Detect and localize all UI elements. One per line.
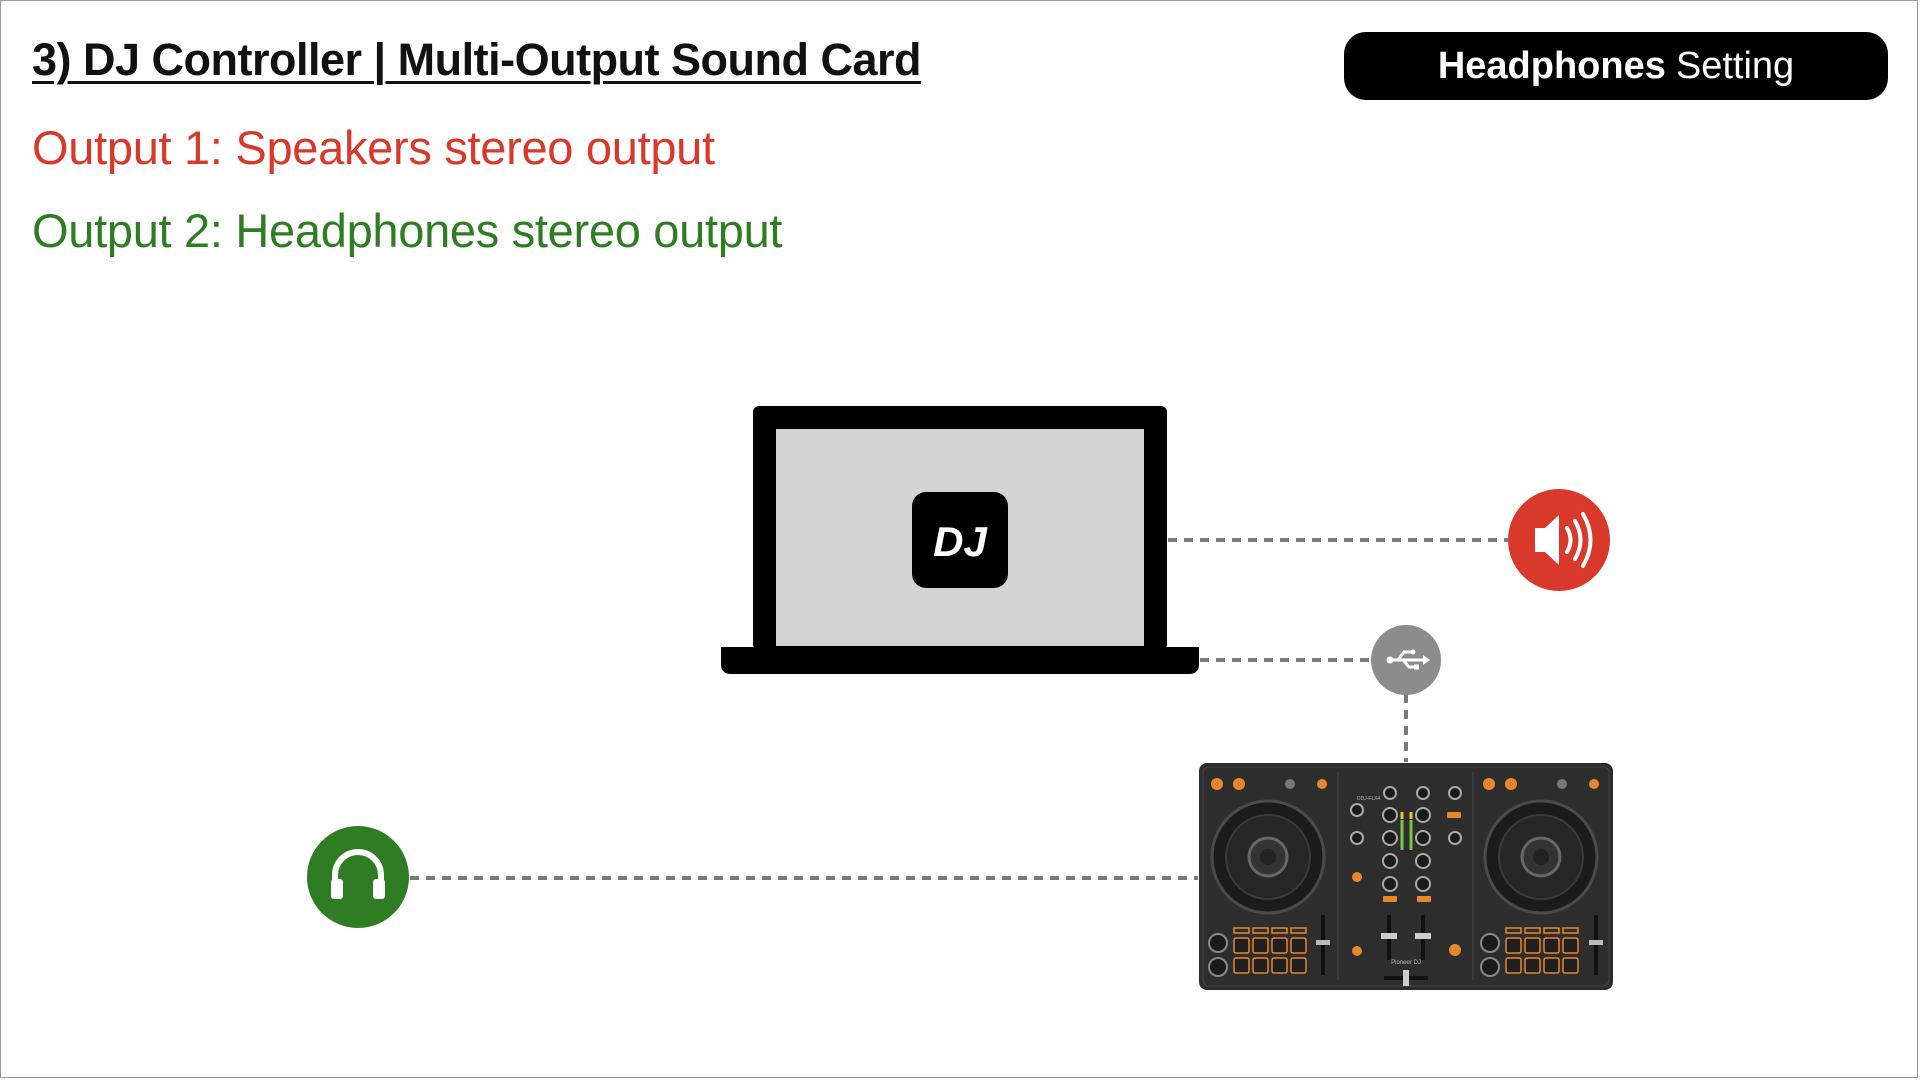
left-jog-wheel bbox=[1210, 799, 1326, 915]
badge-bold-text: Headphones bbox=[1437, 44, 1666, 87]
dj-controller-icon: Pioneer DJ DDJ-FLX4 bbox=[1199, 763, 1613, 990]
output-1-label: Output 1: Speakers stereo output bbox=[32, 121, 715, 174]
badge-regular-text: Setting bbox=[1675, 44, 1795, 87]
output-2-label: Output 2: Headphones stereo output bbox=[32, 204, 783, 257]
app-logo-text: DJ bbox=[933, 518, 988, 565]
right-jog-wheel bbox=[1483, 799, 1599, 915]
slide-title: 3) DJ Controller | Multi-Output Sound Ca… bbox=[32, 34, 922, 85]
speaker-icon bbox=[1508, 489, 1610, 591]
usb-icon bbox=[1371, 625, 1441, 695]
laptop-icon: DJ bbox=[721, 406, 1199, 674]
controller-model-text: DDJ-FLX4 bbox=[1357, 796, 1381, 802]
headphones-icon bbox=[307, 826, 409, 928]
dj-app-logo: DJ bbox=[912, 492, 1008, 588]
controller-brand-text: Pioneer DJ bbox=[1391, 960, 1421, 966]
headphones-setting-badge: Headphones Setting bbox=[1344, 32, 1888, 100]
